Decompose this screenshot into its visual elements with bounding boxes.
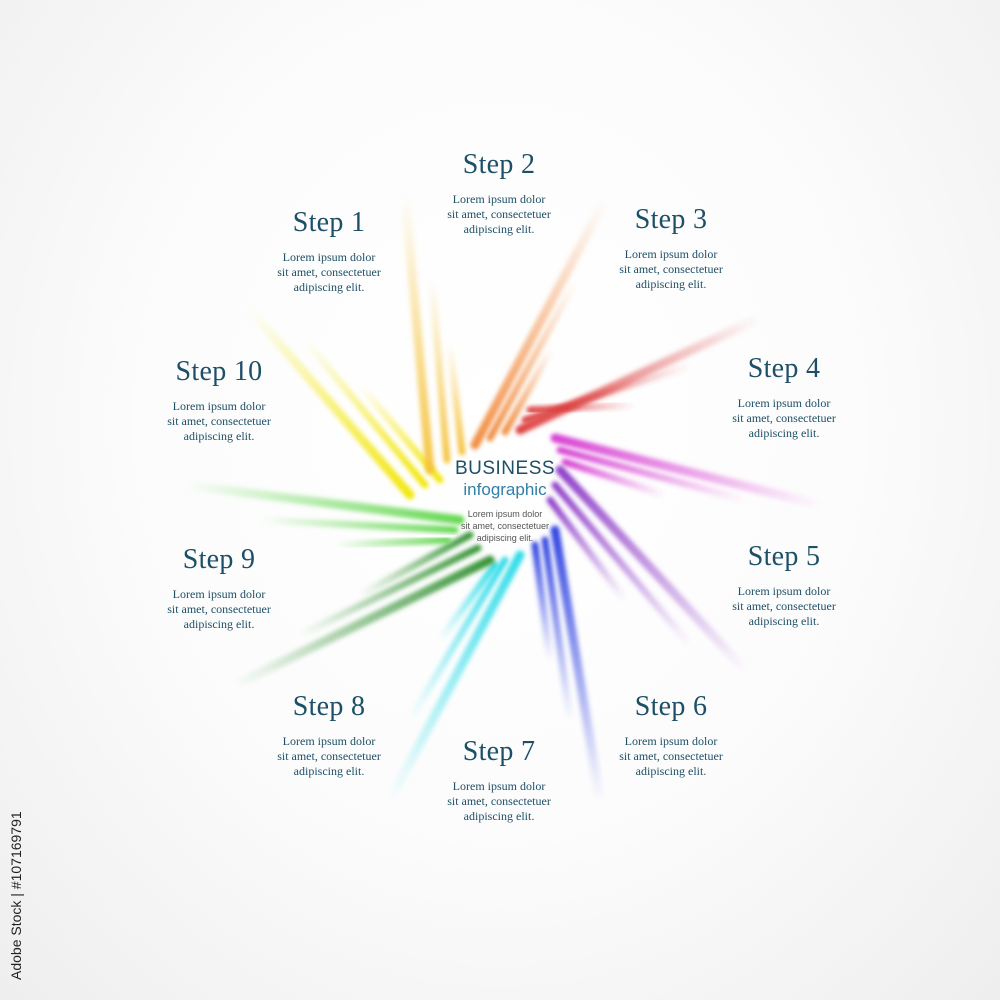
step-8-ray: [385, 550, 525, 805]
step-7-ray: [550, 525, 605, 805]
step-2-ray: [446, 341, 466, 456]
step-title: Step 7: [462, 736, 536, 767]
step-title: Step 4: [747, 353, 821, 384]
center-title: BUSINESS: [454, 458, 556, 479]
watermark-text: Adobe Stock | #107169791: [8, 811, 24, 980]
step-title: Step 6: [634, 691, 708, 722]
step-6-ray: [546, 496, 629, 604]
step-2-ray: [428, 276, 451, 464]
step-3-ray: [501, 344, 556, 436]
step-2-ray: [400, 190, 435, 475]
step-4-ray: [526, 401, 639, 414]
step-9-ray: [356, 531, 474, 599]
step-10-ray: [180, 480, 465, 525]
step-7-ray: [541, 536, 574, 724]
step-title: Step 8: [292, 691, 366, 722]
step-5-ray: [561, 458, 669, 499]
step-6-ray: [555, 465, 750, 675]
step-title: Step 9: [182, 544, 256, 575]
step-9-ray: [296, 544, 482, 639]
center-subtitle: infographic: [463, 480, 547, 499]
step-3-ray: [486, 278, 579, 442]
step-title: Step 2: [462, 149, 536, 180]
step-title: Step 1: [292, 207, 366, 238]
step-title: Step 5: [747, 541, 821, 572]
step-8-ray: [436, 561, 499, 644]
step-5-ray: [550, 433, 825, 510]
step-7-ray: [531, 541, 554, 664]
step-5-ray: [556, 446, 749, 504]
step-3-ray: [470, 195, 610, 450]
step-title: Step 3: [634, 204, 708, 235]
step-1-ray: [245, 305, 415, 500]
step-9-ray: [230, 555, 495, 690]
step-6-ray: [551, 481, 694, 649]
step-10-ray: [331, 536, 452, 549]
step-1-ray: [301, 336, 429, 489]
step-10-ray: [256, 516, 459, 534]
step-title: Step 10: [175, 356, 263, 387]
step-8-ray: [406, 556, 509, 724]
